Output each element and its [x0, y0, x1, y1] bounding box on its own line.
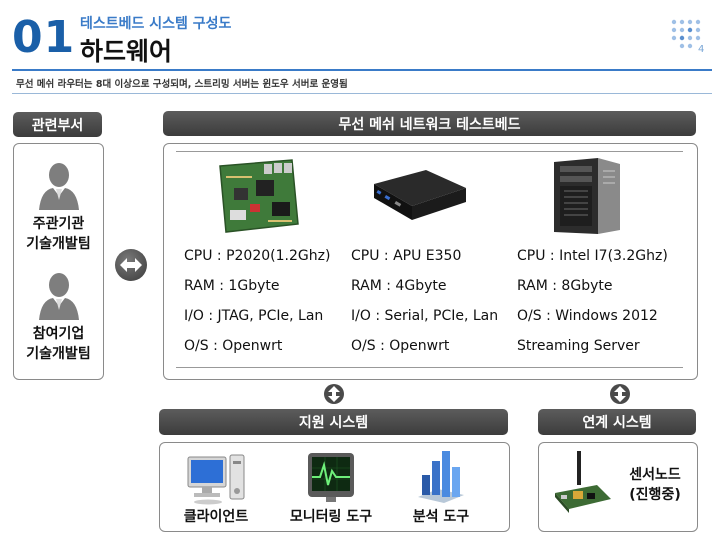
- section-subtitle: 테스트베드 시스템 구성도: [80, 16, 232, 32]
- dot-grid-logo-icon: [671, 19, 701, 49]
- spec-line: RAM : 8Gbyte: [517, 278, 613, 294]
- linked-item-line1: 센서노드: [629, 467, 681, 483]
- server-tower-icon: [554, 158, 620, 234]
- dept-item-line1: 참여기업: [32, 326, 85, 342]
- mini-pc-icon: [374, 170, 466, 220]
- vertical-arrow-icon: [610, 384, 630, 404]
- spec-line: I/O : JTAG, PCIe, Lan: [184, 308, 324, 324]
- dept-item-line1: 주관기관: [32, 216, 85, 232]
- testbed-bottom-divider: [176, 367, 683, 368]
- support-item-client: 클라이언트: [183, 509, 249, 525]
- embedded-board-icon: [219, 159, 299, 233]
- client-pc-icon: [187, 454, 245, 505]
- dept-box: 주관기관 기술개발팀 참여기업 기술개발팀: [13, 143, 104, 380]
- spec-line: I/O : Serial, PCIe, Lan: [351, 308, 499, 324]
- spec-line: RAM : 1Gbyte: [184, 278, 280, 294]
- page-title: 하드웨어: [80, 37, 173, 66]
- description-divider: [12, 93, 712, 94]
- dept-item-line2: 기술개발팀: [26, 236, 91, 252]
- testbed-box: CPU : P2020(1.2Ghz) RAM : 1Gbyte I/O : J…: [163, 143, 698, 380]
- testbed-top-divider: [176, 151, 683, 152]
- spec-line: CPU : P2020(1.2Ghz): [184, 248, 331, 264]
- linked-header: 연계 시스템: [538, 409, 696, 435]
- support-item-monitoring: 모니터링 도구: [289, 509, 373, 525]
- monitor-waveform-icon: [308, 453, 354, 502]
- spec-line: RAM : 4Gbyte: [351, 278, 447, 294]
- spec-line: CPU : APU E350: [351, 248, 462, 264]
- linked-item-line2: (진행중): [629, 487, 681, 503]
- page-number: 4: [698, 44, 705, 55]
- support-box: 클라이언트 모니터링 도구 분석 도구: [159, 442, 510, 532]
- bidirectional-arrow-icon: [115, 249, 147, 281]
- spec-line: Streaming Server: [517, 338, 640, 354]
- spec-line: O/S : Openwrt: [351, 338, 450, 354]
- support-item-analysis: 분석 도구: [412, 509, 470, 525]
- support-header: 지원 시스템: [159, 409, 508, 435]
- testbed-header: 무선 메쉬 네트워크 테스트베드: [163, 111, 696, 136]
- section-number: 01: [12, 12, 76, 63]
- dept-header: 관련부서: [13, 112, 102, 137]
- spec-line: O/S : Windows 2012: [517, 308, 658, 324]
- linked-box: 센서노드 (진행중): [538, 442, 698, 532]
- spec-line: O/S : Openwrt: [184, 338, 283, 354]
- person-icon: [38, 163, 79, 210]
- dept-item-line2: 기술개발팀: [26, 346, 91, 362]
- page-description: 무선 메쉬 라우터는 8대 이상으로 구성되며, 스트리밍 서버는 윈도우 서버…: [16, 79, 348, 90]
- sensor-node-icon: [555, 451, 611, 513]
- dept-item-lead: 주관기관 기술개발팀: [14, 160, 103, 254]
- header-divider: [12, 69, 712, 71]
- dept-item-partner: 참여기업 기술개발팀: [14, 270, 103, 364]
- person-icon: [38, 273, 79, 320]
- spec-line: CPU : Intel I7(3.2Ghz): [517, 248, 668, 264]
- vertical-arrow-icon: [324, 384, 344, 404]
- bar-chart-icon: [418, 451, 464, 503]
